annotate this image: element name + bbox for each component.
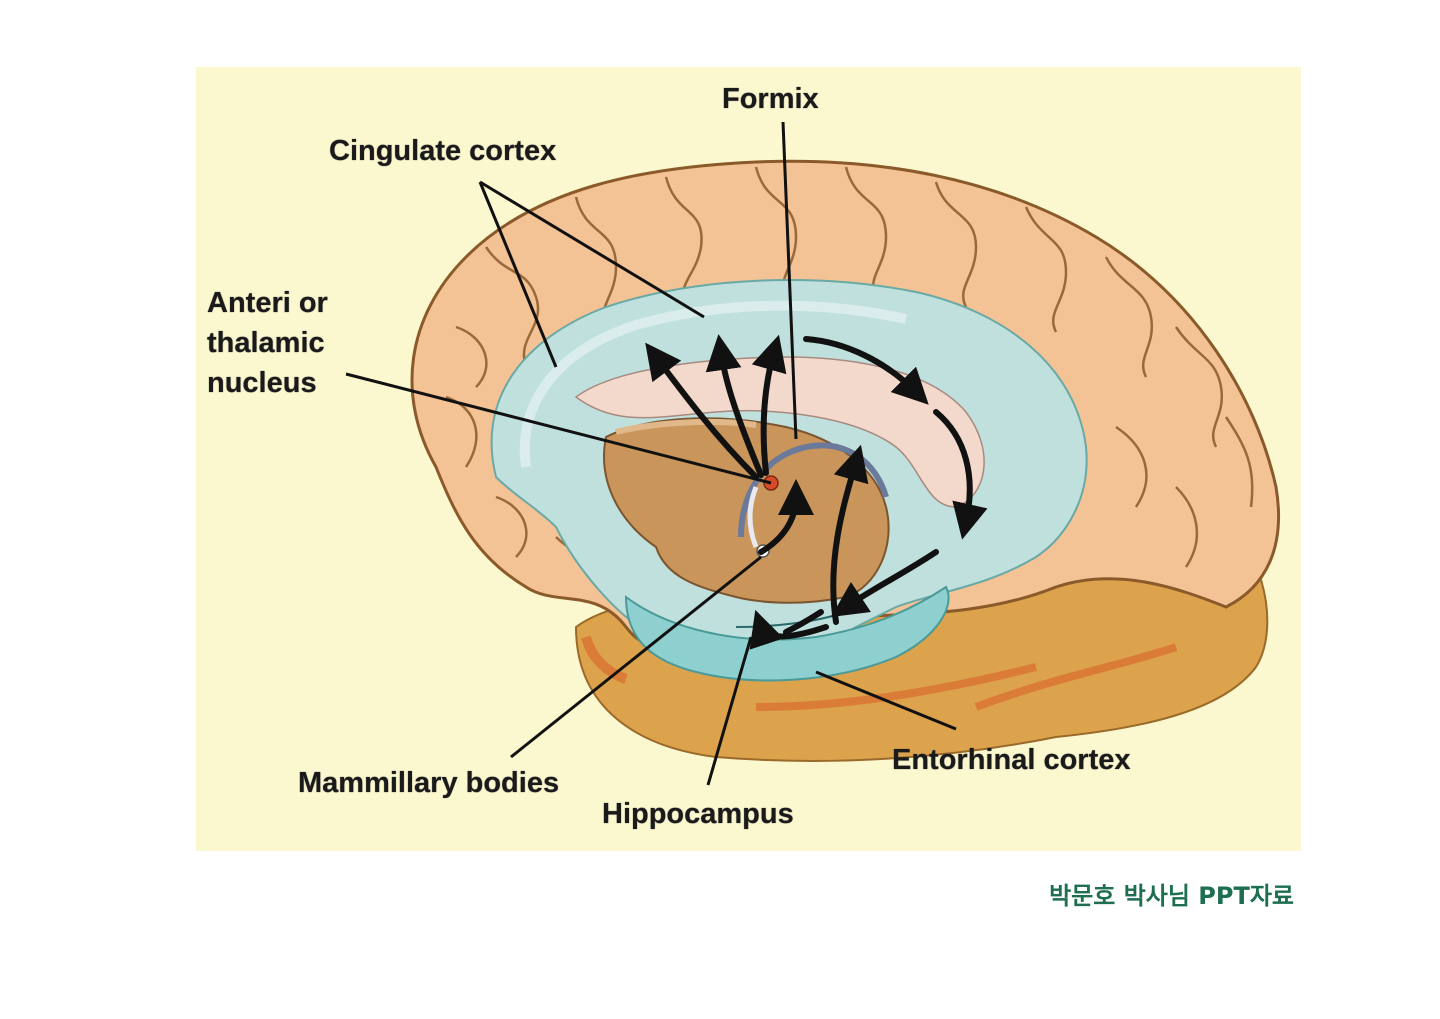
label-formix: Formix <box>722 83 819 115</box>
circuit-arrow <box>933 409 988 540</box>
leader-cingulate-2 <box>479 180 705 319</box>
brain-diagram: Formix Cingulate cortex Anteri or thalam… <box>196 67 1301 851</box>
circuit-arrow <box>783 609 824 635</box>
label-mammillary-bodies: Mammillary bodies <box>298 767 560 799</box>
circuit-arrow <box>831 549 939 617</box>
circuit-arrow <box>751 334 787 476</box>
fornix <box>738 442 889 538</box>
label-cingulate-cortex: Cingulate cortex <box>329 135 557 167</box>
leader-mammillary <box>510 555 762 759</box>
brain-illustration <box>345 121 1281 786</box>
label-hippocampus: Hippocampus <box>602 798 794 830</box>
circuit-arrow <box>705 334 764 478</box>
label-entorhinal-cortex: Entorhinal cortex <box>892 744 1131 776</box>
circuit-arrow <box>645 342 759 480</box>
leader-cingulate-1 <box>478 181 558 368</box>
source-caption: 박문호 박사님 PPT자료 <box>1049 882 1294 910</box>
label-anterior-line3: nucleus <box>207 367 317 399</box>
leader-formix <box>781 121 798 440</box>
circuit-arrow <box>803 336 929 405</box>
label-anterior-line1: Anteri or <box>207 287 328 319</box>
label-anterior-line2: thalamic <box>207 327 325 359</box>
leader-entorhinal <box>815 670 957 731</box>
circuit-arrow <box>758 479 814 555</box>
circuit-arrow <box>830 444 869 625</box>
leader-anterior <box>345 372 772 485</box>
circuit-arrow <box>749 609 829 650</box>
leader-hippocampus <box>706 636 753 786</box>
